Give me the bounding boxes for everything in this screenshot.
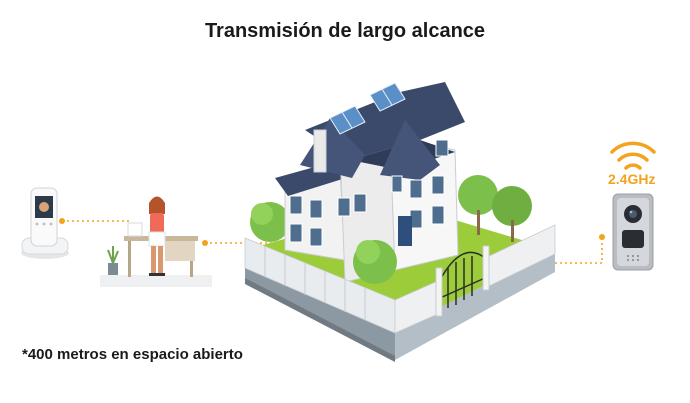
frequency-label: 2.4GHz [608,171,656,187]
wifi-signal-icon [610,141,656,170]
signal-dots [59,218,605,246]
indoor-monitor [21,187,69,259]
range-footnote: *400 metros en espacio abierto [22,346,243,363]
signal-lines [62,220,603,264]
video-doorbell [612,193,654,271]
woman-at-desk [100,196,212,287]
page-title: Transmisión de largo alcance [204,20,486,42]
house-scene [244,82,556,362]
solar-panels [329,82,406,135]
